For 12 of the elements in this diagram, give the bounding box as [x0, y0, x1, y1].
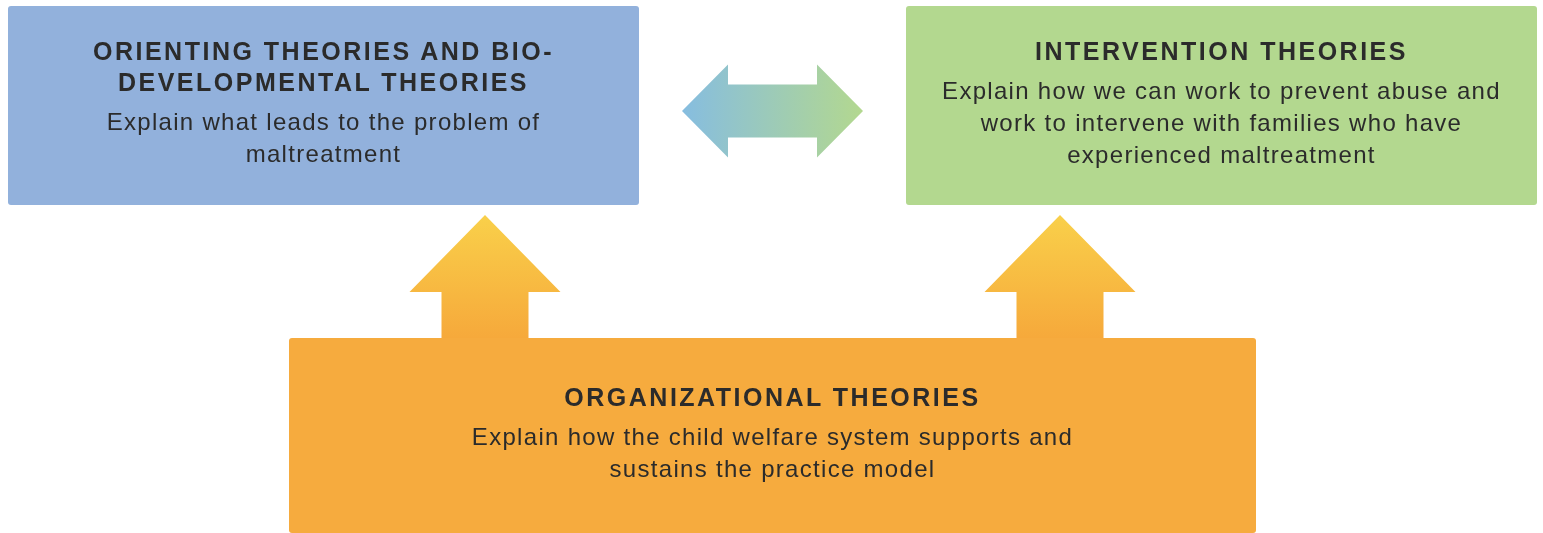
box-heading: INTERVENTION THEORIES	[1035, 36, 1408, 67]
double-arrow	[682, 64, 863, 158]
theory-box	[289, 338, 1256, 533]
box-heading: ORGANIZATIONAL THEORIES	[564, 382, 981, 413]
box-description: Explain how we can work to prevent abuse and work to intervene with families who have experienced maltreatment	[941, 76, 1502, 170]
arrow	[409, 215, 561, 338]
arrow	[984, 215, 1136, 338]
box-description: Explain what leads to the problem of maltreatment	[105, 107, 542, 169]
box-heading: ORIENTING THEORIES AND BIO-DEVELOPMENTAL THEORIES	[92, 36, 555, 98]
box-description: Explain how the child welfare system supports and sustains the practice model	[470, 422, 1075, 484]
theory-box	[8, 6, 639, 205]
theory-box	[906, 6, 1537, 205]
